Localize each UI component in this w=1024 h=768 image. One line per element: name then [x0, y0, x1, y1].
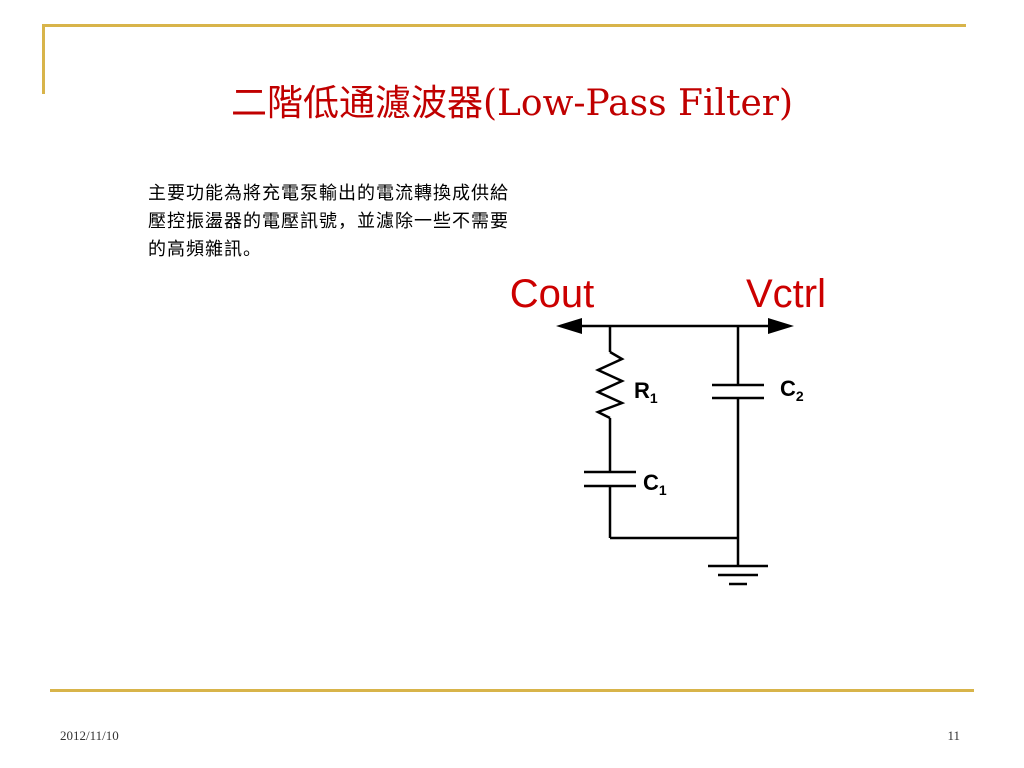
ground-icon	[708, 564, 768, 586]
description-line: 主要功能為將充電泵輸出的電流轉換成供給	[148, 183, 509, 204]
c2-label-letter: C	[780, 376, 796, 401]
description-text: 主要功能為將充電泵輸出的電流轉換成供給 壓控振盪器的電壓訊號，並濾除一些不需要 …	[148, 180, 638, 264]
c1-label-letter: C	[643, 470, 659, 495]
slide-title: 二階低通濾波器(Low-Pass Filter)	[230, 83, 794, 124]
top-rule	[42, 24, 966, 27]
c1-label: C1	[643, 470, 667, 498]
r1-label-letter: R	[634, 378, 650, 403]
vctrl-label: Vctrl	[746, 272, 826, 316]
r1-label: R1	[634, 378, 658, 406]
c2-label-subscript: 2	[796, 388, 804, 404]
left-rule	[42, 24, 45, 94]
footer-page-number: 11	[947, 728, 960, 743]
left-arrow-icon	[556, 318, 582, 334]
r1-label-subscript: 1	[650, 390, 658, 406]
right-arrow-icon	[768, 318, 794, 334]
footer-rule	[50, 689, 974, 692]
c1-label-subscript: 1	[659, 482, 667, 498]
resistor-r1-symbol	[594, 350, 626, 420]
c2-label: C2	[780, 376, 804, 404]
description-line: 的高頻雜訊。	[148, 239, 262, 260]
footer-date: 2012/11/10	[60, 728, 119, 743]
cout-label: Cout	[510, 272, 595, 316]
description-line: 壓控振盪器的電壓訊號，並濾除一些不需要	[148, 211, 509, 232]
